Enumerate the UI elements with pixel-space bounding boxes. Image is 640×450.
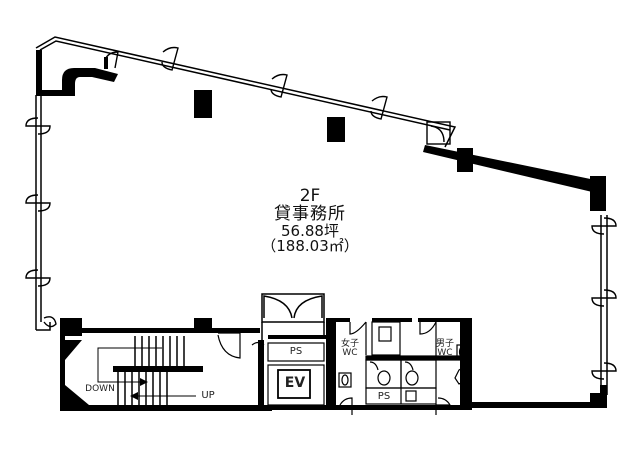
ev-label: EV	[284, 375, 306, 391]
window-symbols	[25, 46, 617, 380]
office-area-label: 2F 貸事務所 56.88坪 （188.03㎡）	[220, 186, 400, 256]
stair-down-label: DOWN	[85, 384, 115, 394]
floor-label: 2F	[299, 186, 321, 206]
window-wall-right	[600, 215, 608, 395]
mens-wc-line1: 男子	[435, 339, 454, 349]
area-tsubo: 56.88坪	[281, 221, 339, 240]
womens-wc-line1: 女子	[340, 339, 359, 349]
heavy-walls	[36, 50, 607, 411]
staircase	[97, 336, 196, 405]
core-door	[217, 332, 265, 359]
area-sqm: （188.03㎡）	[261, 237, 359, 256]
stair-arrows	[130, 378, 148, 400]
mens-wc-line2: WC	[437, 348, 453, 359]
use-label: 貸事務所	[274, 203, 346, 224]
entrance-double-door	[261, 293, 325, 340]
window-wall-top	[35, 36, 457, 148]
wc-block	[338, 321, 468, 415]
ps-upper-label: PS	[289, 346, 303, 357]
mens-wc-label: 男子 WC	[432, 339, 458, 359]
ps-lower-label: PS	[377, 391, 391, 402]
womens-wc-line2: WC	[342, 348, 358, 359]
ps-upper-box	[267, 342, 325, 362]
elevator	[267, 364, 325, 406]
womens-wc-label: 女子 WC	[337, 339, 363, 359]
window-wall-left	[35, 95, 51, 331]
stair-up-label: UP	[201, 390, 215, 401]
